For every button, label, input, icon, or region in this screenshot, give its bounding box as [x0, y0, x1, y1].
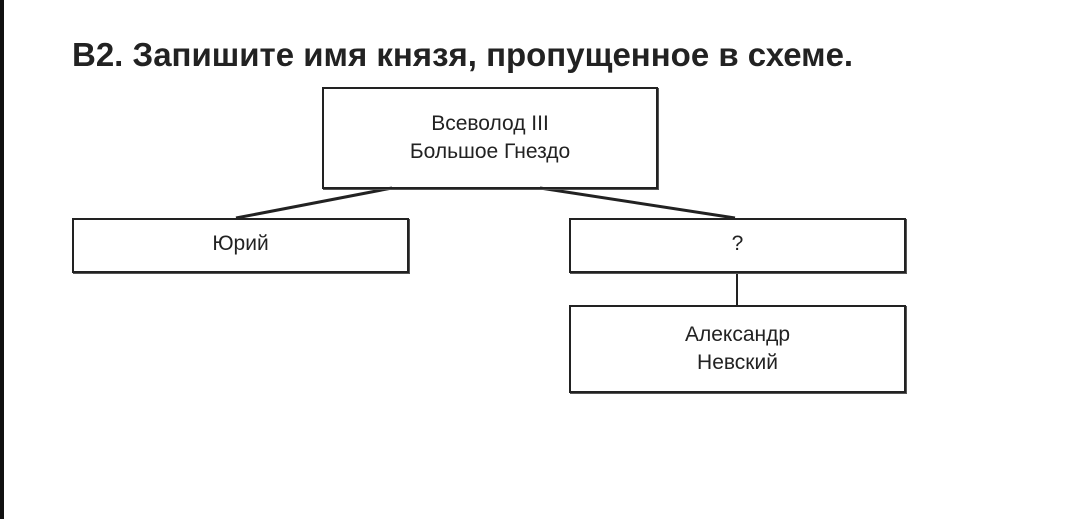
- root-node: Всеволод III Большое Гнездо: [322, 87, 658, 189]
- right-child-node: ?: [569, 218, 906, 273]
- connector-root-left: [235, 186, 393, 220]
- grandchild-node: Александр Невский: [569, 305, 906, 393]
- grandchild-name: Александр: [684, 323, 791, 346]
- left-child-node: Юрий: [72, 218, 409, 273]
- root-nickname: Большое Гнездо: [409, 140, 571, 163]
- grandchild-nickname: Невский: [697, 351, 778, 374]
- left-child-name: Юрий: [212, 232, 269, 255]
- question-title: В2. Запишите имя князя, пропущенное в сх…: [72, 36, 854, 73]
- right-child-unknown: ?: [731, 232, 744, 255]
- left-border: [0, 0, 4, 519]
- root-name: Всеволод III: [431, 112, 549, 135]
- connector-root-right: [539, 186, 736, 220]
